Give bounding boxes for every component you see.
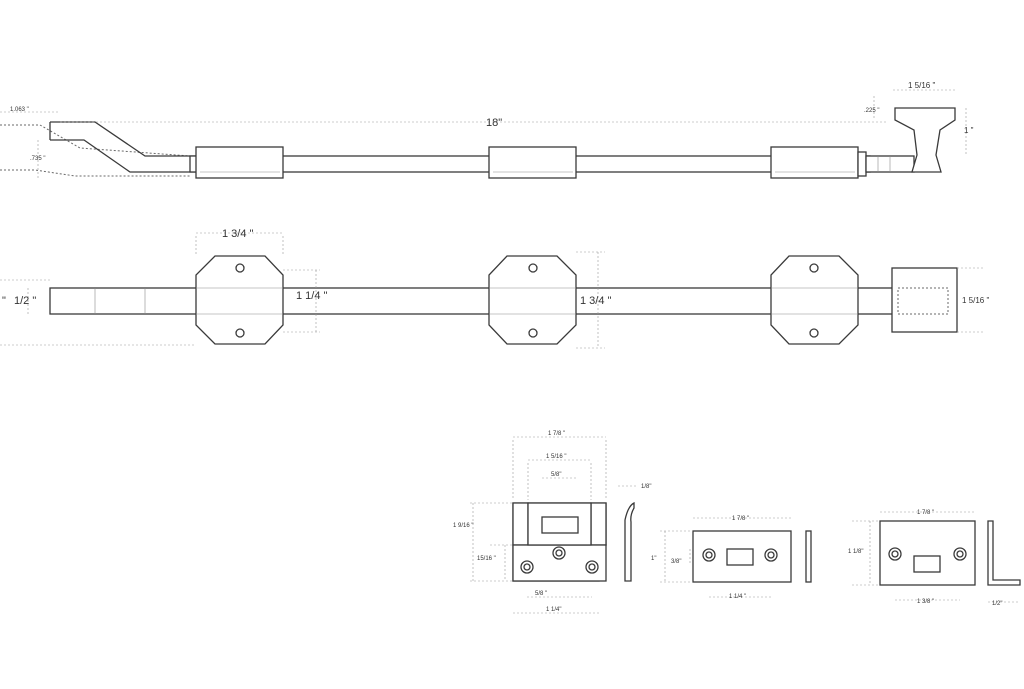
- keeper-b-slot-height: 3/8": [671, 559, 681, 565]
- keeper-b-width: 1 7/8 ": [732, 516, 749, 522]
- keeper-a-thickness: 1/8": [641, 484, 651, 490]
- keeper-b-height: 1": [651, 556, 656, 562]
- keeper-c-slot: [913, 555, 941, 573]
- keeper-a-mid-width: 1 5/16 ": [546, 454, 566, 460]
- bracket-hole: [809, 328, 819, 338]
- keeper-c: 1 7/8 " 1 1/8" 1 3/8 " 1/2": [848, 510, 1021, 607]
- knob-top-label: .225 ": [864, 108, 879, 114]
- rod-width-prefix: ": [2, 295, 6, 307]
- keeper-a-plate-body: [512, 544, 607, 582]
- keeper-c-hole: [888, 547, 902, 561]
- top-view: 18" 1.063 " .735 " 1 5/16 " .225 " 1 ": [0, 81, 974, 179]
- keeper-c-angle: [987, 520, 1021, 586]
- keeper-a-hole: [520, 560, 534, 574]
- rod-width-label: 1/2 ": [14, 295, 36, 307]
- knob-height-front-label: 1 5/16 ": [962, 296, 989, 305]
- keeper-a-side: [624, 501, 635, 582]
- keeper-b-hole: [702, 548, 716, 562]
- keeper-c-plate: [879, 520, 976, 586]
- bracket-height-label: 1 1/4 ": [296, 290, 328, 302]
- bracket-hole: [528, 328, 538, 338]
- keeper-b-slot: [726, 548, 754, 566]
- bracket-front-2: [488, 255, 577, 345]
- keeper-a-slot: [541, 516, 579, 534]
- bracket-hole: [528, 263, 538, 273]
- keeper-c-hole-spacing: 1 3/8 ": [917, 599, 934, 605]
- keeper-a-hole: [585, 560, 599, 574]
- rod-end-stub: [857, 151, 867, 177]
- bracket-front-1: [195, 255, 284, 345]
- bent-end: [49, 121, 196, 173]
- keeper-a-lower-height: 15/16 ": [477, 556, 496, 562]
- keeper-a-hole: [552, 546, 566, 560]
- keeper-a: 1 7/8 " 1 5/16 " 5/8" 1/8" 1 9/16 " 15/1…: [453, 431, 651, 614]
- offset-side-label: .735 ": [30, 156, 45, 162]
- bracket-hole: [809, 263, 819, 273]
- keeper-b-hole-spacing: 1 1/4 ": [729, 594, 746, 600]
- keeper-a-height: 1 9/16 ": [453, 523, 473, 529]
- offset-top-label: 1.063 ": [10, 107, 29, 113]
- bracket-hole: [235, 263, 245, 273]
- keeper-b-hole: [764, 548, 778, 562]
- knob-front: [891, 267, 958, 333]
- knob-height-label: 1 ": [964, 126, 974, 135]
- bracket-hole: [235, 328, 245, 338]
- keeper-b-side: [805, 530, 812, 583]
- middle-height-label: 1 3/4 ": [580, 295, 612, 307]
- front-view: 1 3/4 " " 1/2 " 1 1/4 " 1 3/4 " 1 5/16 ": [0, 228, 989, 349]
- keeper-a-slot-width: 5/8": [551, 472, 561, 478]
- bracket-side-1: [195, 146, 284, 179]
- rod-front: [49, 287, 896, 315]
- length-label: 18": [486, 117, 502, 129]
- bracket-side-3: [770, 146, 859, 179]
- keeper-a-base-width: 1 1/4": [546, 607, 561, 613]
- keeper-a-hole-spacing: 5/8 ": [535, 591, 547, 597]
- keeper-c-leg: 1/2": [992, 601, 1002, 607]
- knob-side: [894, 107, 956, 173]
- knob-width-label: 1 5/16 ": [908, 81, 935, 90]
- bent-end-alt-position: [0, 124, 191, 177]
- keeper-c-hole: [953, 547, 967, 561]
- keeper-a-total-width: 1 7/8 ": [548, 431, 565, 437]
- bracket-width-label: 1 3/4 ": [222, 228, 254, 240]
- keeper-b: 1 7/8 " 1" 3/8" 1 1/4 ": [651, 516, 812, 600]
- keeper-c-height: 1 1/8": [848, 549, 863, 555]
- bracket-front-3: [770, 255, 859, 345]
- keeper-c-width: 1 7/8 ": [917, 510, 934, 516]
- bracket-side-2: [488, 146, 577, 179]
